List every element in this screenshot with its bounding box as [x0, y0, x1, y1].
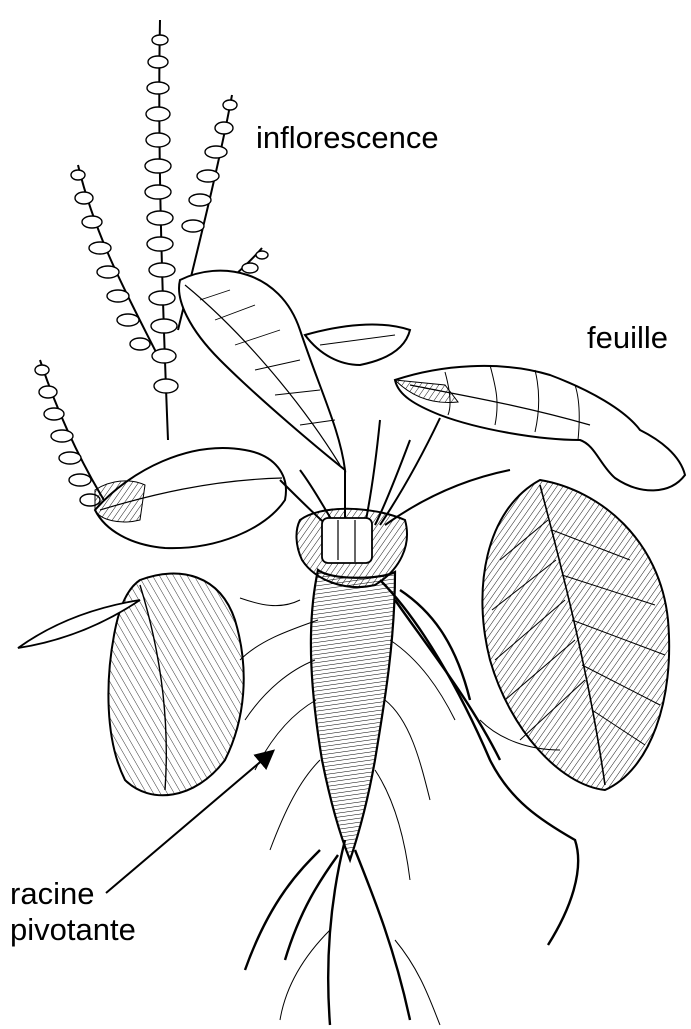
leaf-upper-right [305, 325, 410, 365]
leaf-left-middle [95, 448, 286, 548]
label-leaf: feuille [587, 320, 668, 356]
flower-clusters [35, 35, 268, 506]
leaf-curled-right [395, 365, 685, 490]
label-taproot-line1: racine [10, 876, 136, 912]
taproot [311, 570, 395, 860]
label-taproot: racine pivotante [10, 876, 136, 947]
leaf-upper-center [179, 271, 345, 470]
label-inflorescence: inflorescence [256, 120, 439, 156]
leaf-large-right [482, 480, 669, 790]
label-taproot-line2: pivotante [10, 912, 136, 948]
